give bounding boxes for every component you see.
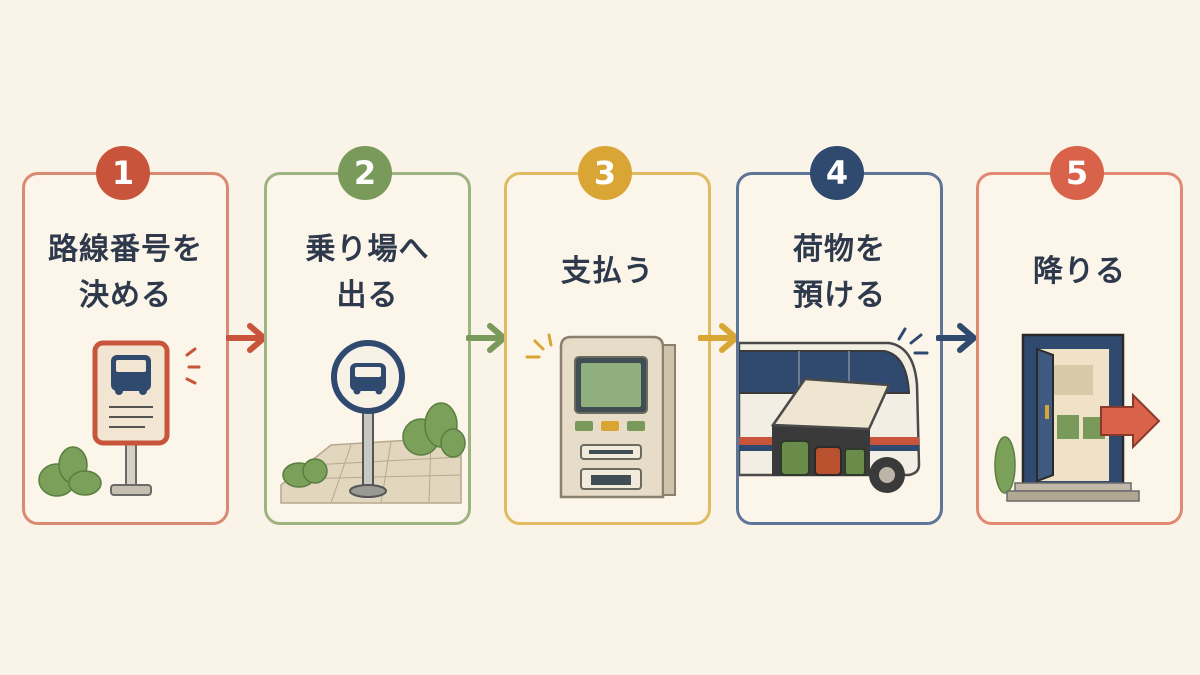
- step-card-4: 荷物を 預ける: [736, 172, 943, 525]
- step-title-1: 路線番号を 決める: [25, 227, 226, 319]
- exit-door-icon: [994, 333, 1161, 502]
- step-card-3: 支払う: [504, 172, 711, 525]
- step-title-3: 支払う: [507, 249, 708, 295]
- step-number-5: 5: [1050, 146, 1104, 200]
- step-card-2: 乗り場へ 出る: [264, 172, 471, 525]
- step-title-2-line-2: 出る: [336, 278, 399, 313]
- step-title-4-line-2: 預ける: [793, 278, 886, 313]
- step-title-5: 降りる: [979, 249, 1180, 295]
- step-title-5-line-1: 降りる: [1033, 254, 1126, 289]
- step-title-4-line-1: 荷物を: [793, 232, 886, 267]
- step-title-1-line-1: 路線番号を: [48, 232, 203, 267]
- step-card-1: 路線番号を 決める: [22, 172, 229, 525]
- step-number-4: 4: [810, 146, 864, 200]
- ticket-machine-icon: [525, 333, 676, 499]
- bus-luggage-icon: [739, 327, 929, 493]
- arrow-right-icon: [936, 323, 977, 353]
- step-title-4: 荷物を 預ける: [739, 227, 940, 319]
- step-title-3-line-1: 支払う: [561, 254, 654, 289]
- step-card-5: 降りる: [976, 172, 1183, 525]
- bus-stop-sign-icon: [38, 340, 201, 497]
- step-title-2: 乗り場へ 出る: [267, 227, 468, 319]
- bus-stop-pole-icon: [280, 340, 466, 504]
- step-title-1-line-2: 決める: [79, 278, 172, 313]
- step-number-2: 2: [338, 146, 392, 200]
- step-number-3: 3: [578, 146, 632, 200]
- step-number-1: 1: [96, 146, 150, 200]
- step-title-2-line-1: 乗り場へ: [305, 232, 430, 267]
